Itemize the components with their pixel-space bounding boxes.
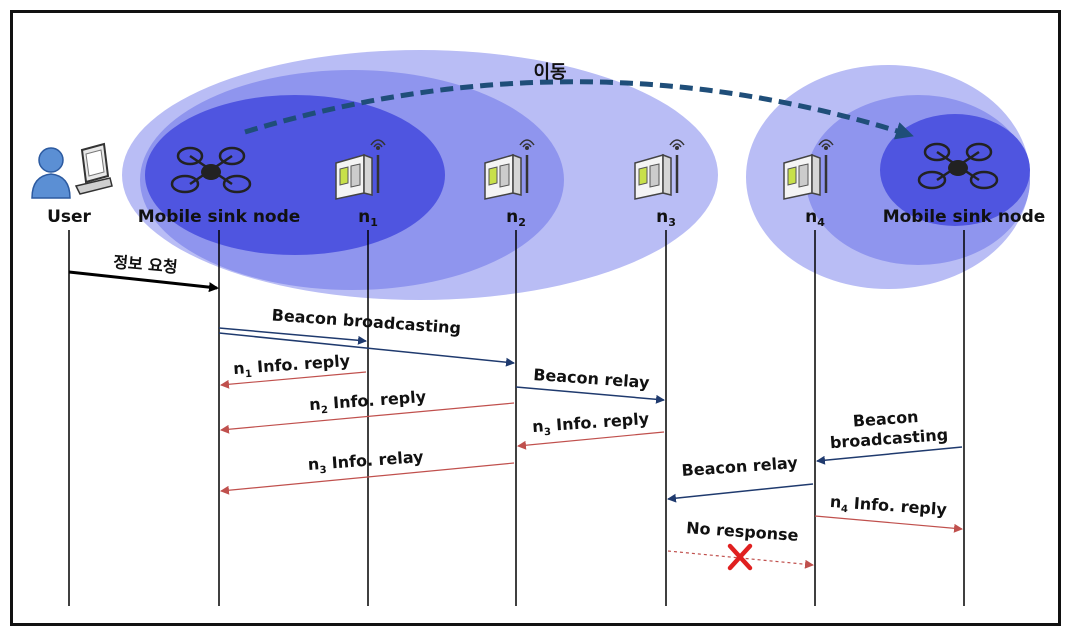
msg-n1-reply-sub: 1 (245, 369, 253, 380)
arrow-n2-reply (220, 402, 515, 434)
msg-n3-reply-text: Info. reply (550, 409, 650, 435)
msg-n3-reply-prefix: n (532, 416, 545, 436)
node-label-n1-main: n (358, 207, 370, 227)
user-icon (31, 142, 113, 199)
msg-n1-reply: n1 Info. reply (233, 351, 352, 381)
lifelines (68, 230, 965, 606)
msg-n3-relay: n3 Info. relay (307, 447, 425, 477)
range-inner-left (145, 95, 445, 255)
node-label-n3: n3 (656, 207, 676, 229)
arrow-beacon-broadcast-n2 (218, 332, 515, 367)
arrow-beacon-broadcast-n1 (218, 327, 367, 345)
node-label-n2-sub: 2 (518, 216, 526, 229)
move-label: 이동 (533, 62, 566, 83)
node-label-n3-sub: 3 (668, 216, 676, 229)
msg-n2-reply-prefix: n (309, 394, 322, 414)
node-label-user: User (47, 207, 91, 227)
node-label-n1-sub: 1 (370, 216, 378, 229)
sensor-node-icon-n2 (484, 139, 535, 200)
msg-n1-reply-prefix: n (233, 358, 246, 378)
sensor-node-icon-n3 (634, 139, 685, 200)
msg-beacon-broadcasting-2-line2: broadcasting (829, 425, 948, 452)
msg-n4-reply-sub: 4 (841, 504, 849, 515)
sensor-node-icon-n1 (335, 139, 386, 200)
arrow-n1-reply (220, 371, 367, 389)
fail-x-icon (727, 543, 753, 571)
arrow-beacon-broadcast-n4 (816, 446, 963, 465)
arrow-info-request (68, 270, 219, 293)
msg-beacon-relay-2: Beacon relay (681, 453, 799, 480)
sensor-node-icon-n4 (783, 139, 834, 200)
msg-beacon-relay-1: Beacon relay (533, 365, 651, 392)
node-label-n3-main: n (656, 207, 668, 227)
msg-no-response: No response (686, 518, 800, 545)
msg-n1-reply-text: Info. reply (251, 351, 351, 377)
node-label-n1: n1 (358, 207, 378, 229)
drone-icon-left (170, 146, 252, 194)
msg-beacon-broadcasting-2-line1: Beacon (852, 407, 919, 431)
drone-icon-right (917, 142, 999, 190)
msg-n3-reply-sub: 3 (544, 427, 552, 438)
msg-n4-reply-prefix: n (829, 492, 842, 512)
arrow-beacon-relay-1 (515, 386, 665, 404)
node-label-n4-main: n (805, 207, 817, 227)
arrow-n4-reply (814, 515, 963, 533)
node-label-n2-main: n (506, 207, 518, 227)
node-label-sink-left: Mobile sink node (138, 207, 301, 227)
msg-n3-relay-text: Info. relay (325, 447, 424, 473)
node-label-sink-right: Mobile sink node (883, 207, 1046, 227)
msg-n2-reply-text: Info. reply (327, 387, 427, 413)
msg-beacon-broadcasting: Beacon broadcasting (271, 305, 462, 337)
msg-beacon-broadcasting-2: Beaconbroadcasting (828, 405, 949, 452)
msg-n4-reply: n4 Info. reply (829, 492, 948, 522)
msg-n3-relay-prefix: n (307, 454, 320, 474)
msg-n3-relay-sub: 3 (319, 465, 327, 476)
node-label-n2: n2 (506, 207, 526, 229)
arrow-n3-reply (517, 431, 665, 450)
msg-n4-reply-text: Info. reply (848, 493, 948, 519)
msg-info-request: 정보 요청 (113, 252, 179, 277)
arrow-beacon-relay-2 (667, 483, 814, 503)
node-label-n4-sub: 4 (817, 216, 825, 229)
node-label-n4: n4 (805, 207, 825, 229)
msg-n2-reply-sub: 2 (321, 405, 329, 416)
arrow-n3-relay (220, 462, 515, 495)
